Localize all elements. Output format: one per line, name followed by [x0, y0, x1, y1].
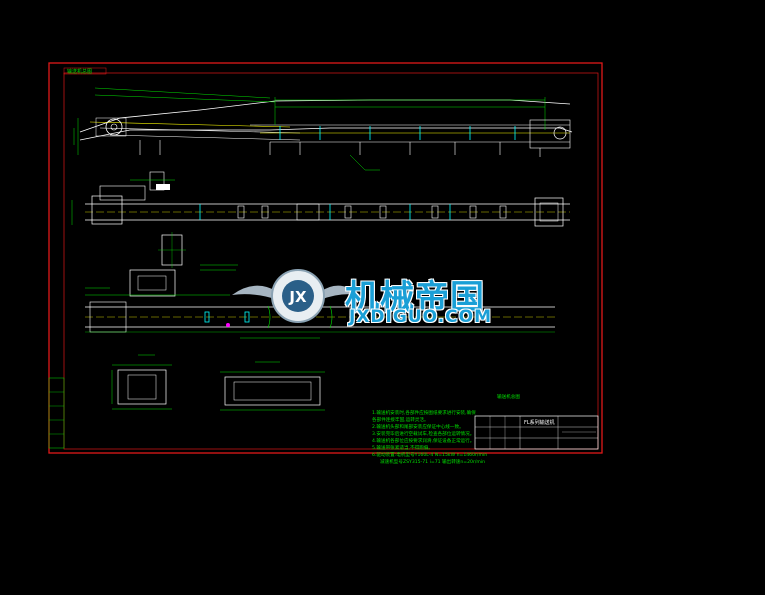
title-block-name: FL系列输送机	[524, 419, 555, 426]
revision-strip	[48, 377, 65, 449]
watermark-title: 机械帝国	[345, 278, 485, 318]
watermark-logo: JX	[232, 269, 360, 323]
elevation-view	[73, 87, 573, 171]
section-detail-b	[220, 361, 325, 411]
note-line: 减速机型号ZSY315-71 i=71 输出转速n=20r/min	[380, 458, 485, 465]
note-line: 3.安装完毕后进行空载试车,检查各部位运转情况。	[372, 430, 474, 437]
plan-view	[71, 171, 570, 227]
note-line: 4.输送机各部位应按要求润滑,保证设备正常运行。	[372, 437, 474, 444]
section-detail-a	[111, 354, 172, 410]
watermark-url: JXDIGUO.COM	[349, 307, 493, 327]
note-line: 5.输送带张紧适当,不得跑偏。	[372, 444, 433, 451]
title-block-caption: 输送机总图	[497, 393, 520, 400]
lower-plan-view	[85, 232, 555, 339]
corner-tag	[63, 67, 107, 75]
watermark-logo-text: JX	[288, 288, 307, 306]
sheet-outer-border	[48, 62, 603, 454]
title-block: 输送机总图 FL系列输送机	[474, 393, 599, 450]
note-line: 2.输送机头部和尾部安装应保证中心线一致。	[372, 423, 464, 430]
note-line: 6.驱动装置:电机型号Y160L-4 N=15kW n=1460r/min	[372, 451, 487, 458]
note-line: 各部件连接牢固,运转灵活。	[372, 416, 429, 423]
drawing-title: 输送机总图	[67, 68, 92, 75]
sheet-inner-border	[63, 72, 599, 450]
note-line: 1.输送机安装时,各部件应按图纸要求进行安装,确保	[372, 409, 476, 416]
technical-notes: 1.输送机安装时,各部件应按图纸要求进行安装,确保 各部件连接牢固,运转灵活。 …	[372, 409, 487, 465]
